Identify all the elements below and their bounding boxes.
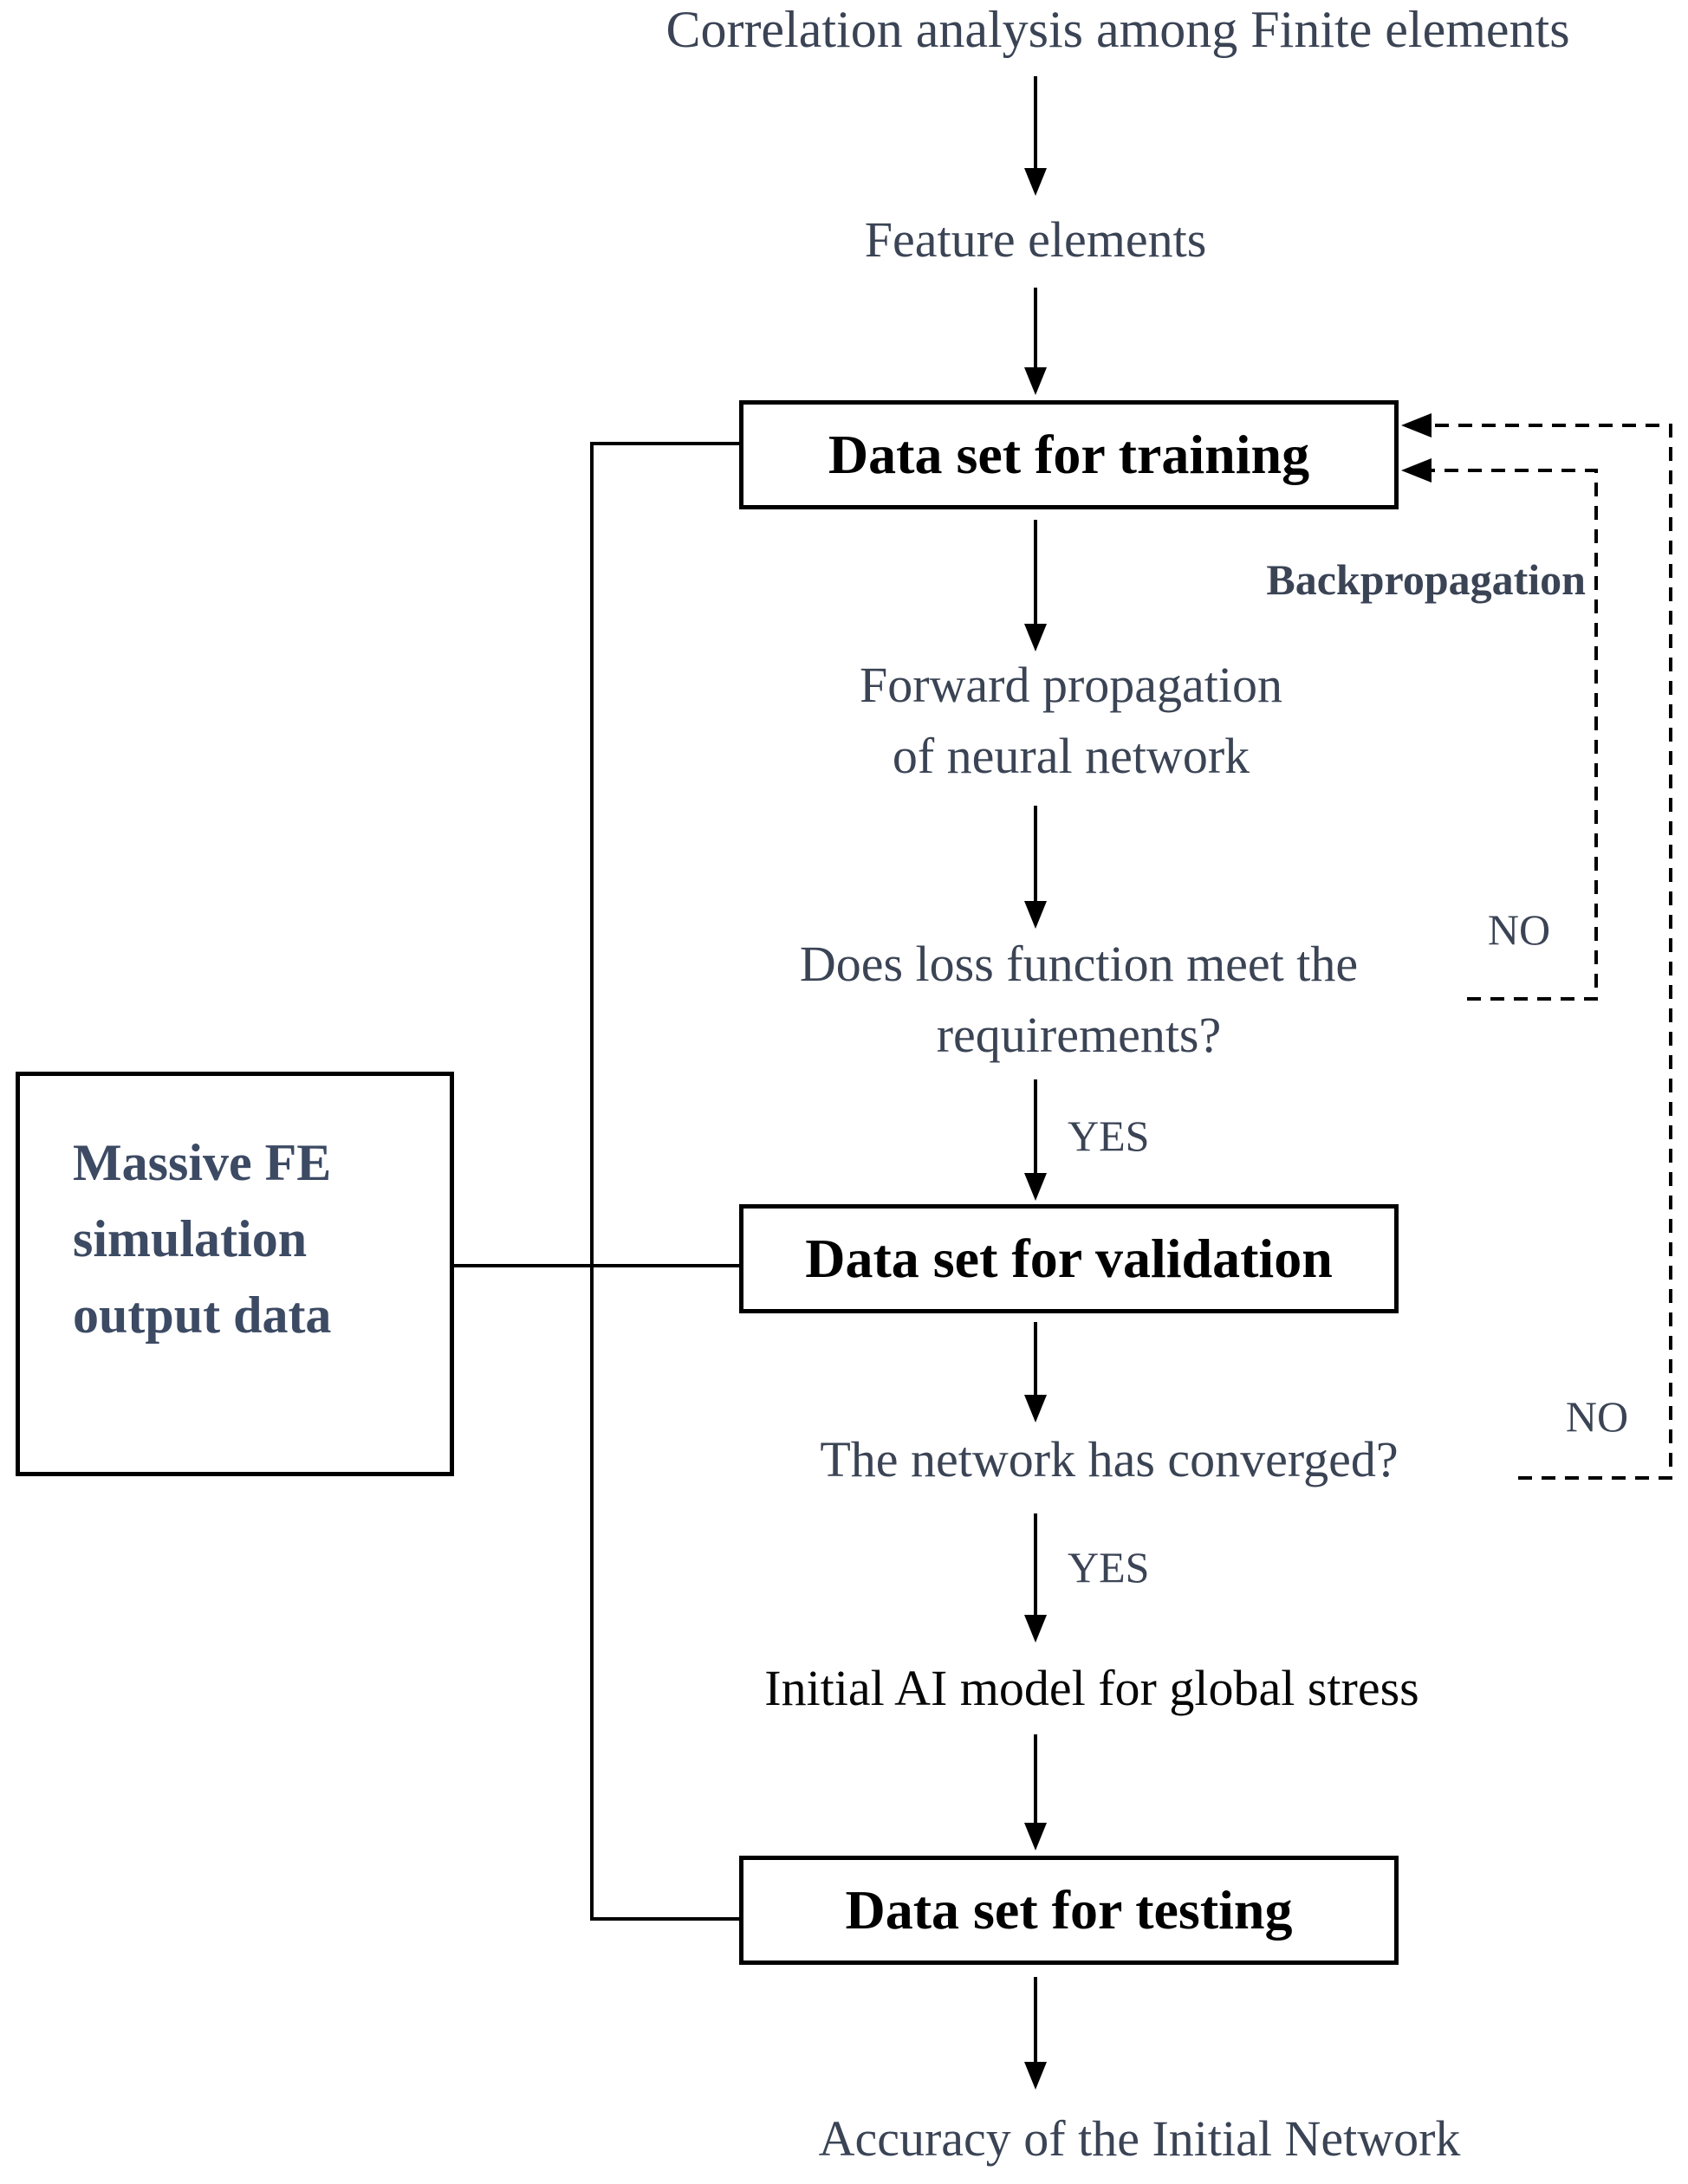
arrow-down-feature-to-training: [1024, 288, 1047, 395]
node-loss-question-line2: requirements?: [936, 1007, 1222, 1063]
connector-training-to-testing: [590, 442, 739, 1921]
massive-fe-label-line2: simulation: [73, 1210, 308, 1267]
dataset-training-label: Data set for training: [828, 424, 1310, 485]
node-feature-elements: Feature elements: [864, 211, 1207, 268]
backprop-loop-outer-arrowhead: [1401, 413, 1432, 437]
dataset-validation-label: Data set for validation: [805, 1228, 1333, 1289]
node-loss-question-line1: Does loss function meet the: [799, 936, 1359, 992]
label-loss-yes: YES: [1068, 1111, 1150, 1160]
arrow-down-training-to-forward: [1024, 520, 1047, 651]
node-box-dataset-validation: Data set for validation: [739, 1204, 1399, 1313]
node-box-dataset-testing: Data set for testing: [739, 1856, 1399, 1965]
title-correlation-analysis: Correlation analysis among Finite elemen…: [665, 1, 1570, 58]
node-box-massive-fe: [16, 1072, 454, 1476]
label-converged-yes: YES: [1068, 1543, 1150, 1591]
massive-fe-label-line1: Massive FE: [73, 1134, 332, 1191]
dataset-testing-label: Data set for testing: [845, 1879, 1293, 1941]
arrow-down-validation-to-converged: [1024, 1322, 1047, 1423]
arrow-down-title-to-feature: [1024, 76, 1047, 196]
backprop-loop-inner-arrowhead: [1401, 458, 1432, 483]
arrow-down-converged-yes-to-initial: [1024, 1513, 1047, 1643]
node-initial-ai-model: Initial AI model for global stress: [764, 1660, 1419, 1716]
label-backpropagation: Backpropagation: [1266, 555, 1586, 604]
arrow-down-testing-to-accuracy: [1024, 1977, 1047, 2090]
label-loss-no: NO: [1487, 905, 1551, 954]
arrow-down-loss-yes-to-validation: [1024, 1079, 1047, 1201]
massive-fe-label-line3: output data: [73, 1286, 332, 1344]
arrow-down-initial-to-testing: [1024, 1734, 1047, 1850]
node-forward-propagation-line2: of neural network: [892, 728, 1250, 784]
backprop-loop-outer: [1432, 424, 1672, 1480]
label-converged-no: NO: [1565, 1392, 1629, 1441]
node-converged-question: The network has converged?: [820, 1431, 1399, 1487]
node-accuracy: Accuracy of the Initial Network: [818, 2110, 1461, 2167]
arrow-down-forward-to-loss: [1024, 806, 1047, 929]
node-box-dataset-training: Data set for training: [739, 400, 1399, 509]
node-forward-propagation-line1: Forward propagation: [859, 657, 1283, 713]
